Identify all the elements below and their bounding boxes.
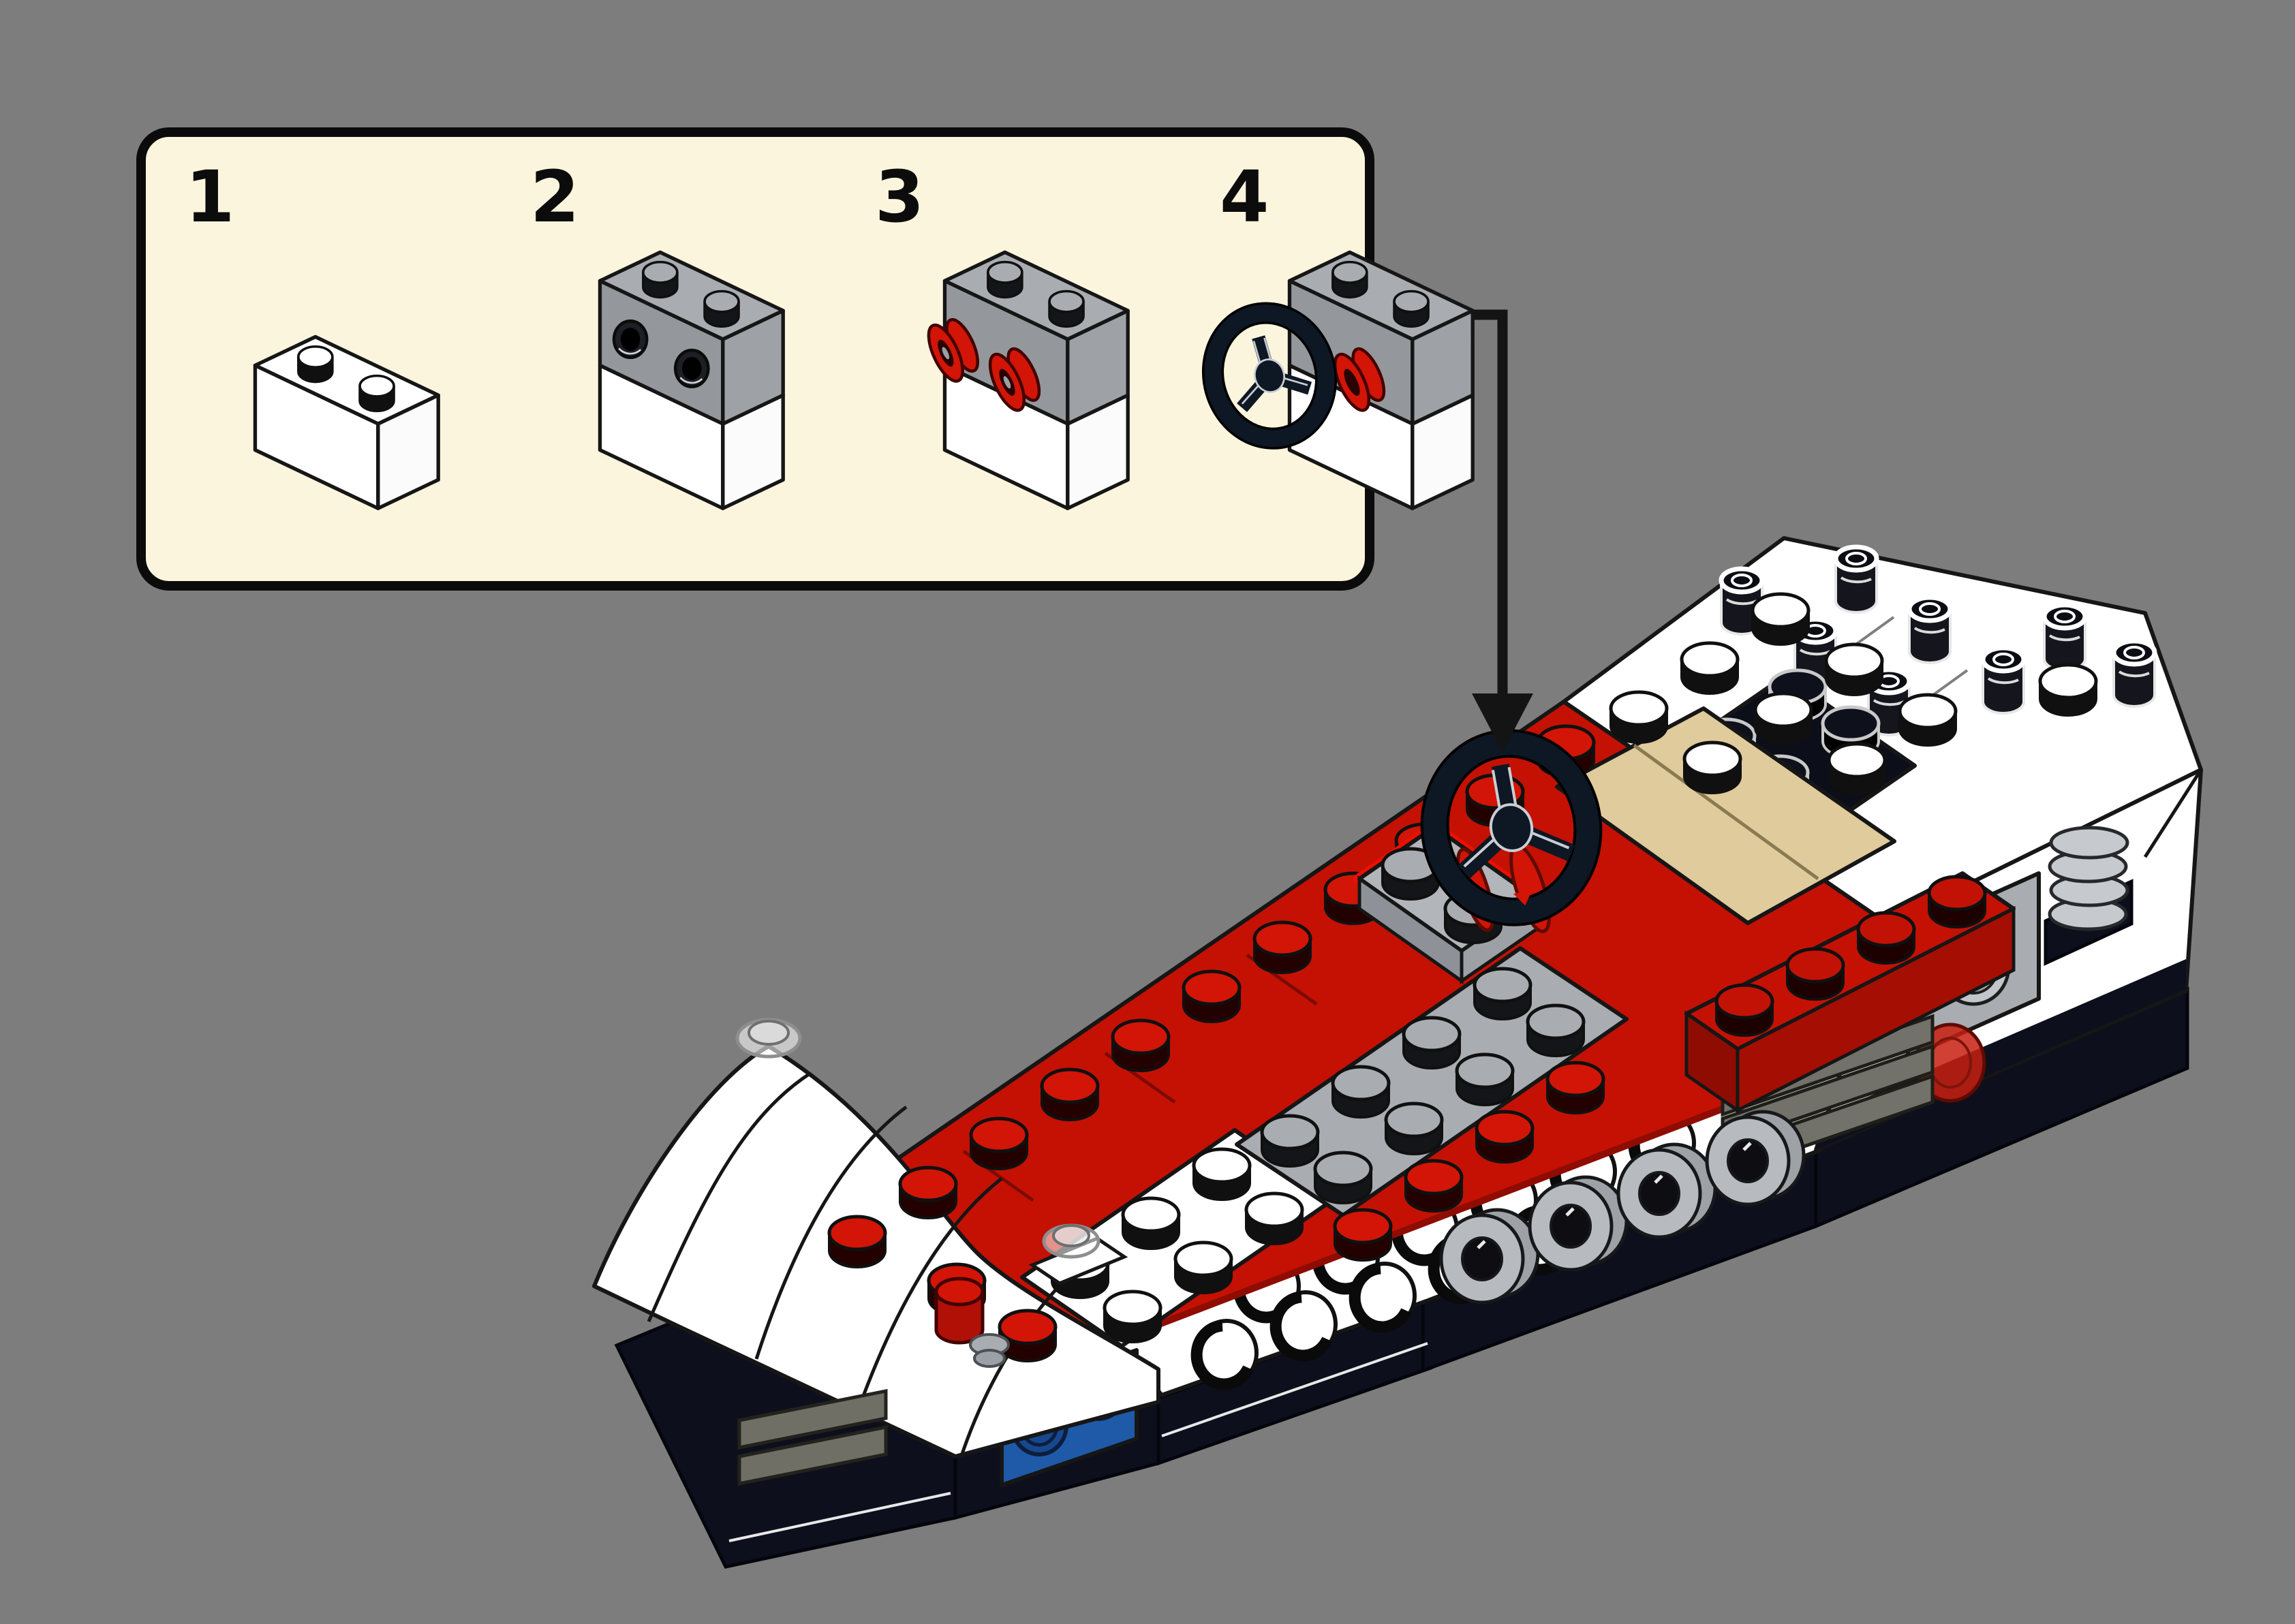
trans-clear-stud	[1028, 1223, 1128, 1285]
step-1: 1	[146, 137, 491, 581]
hull-base	[614, 986, 2189, 1569]
step-3-number: 3	[875, 155, 925, 238]
suspension-spring	[2044, 826, 2134, 966]
headlight-trans-stud	[735, 1018, 802, 1059]
steering-assembly-highlighted	[1354, 729, 1603, 984]
red-hub-rear	[1333, 347, 1386, 412]
black-steering-wheel	[1201, 302, 1338, 450]
step-1-number: 1	[185, 155, 235, 238]
white-brick-icon	[253, 334, 440, 510]
steering-wheel-icon	[1201, 250, 1475, 510]
pin-holes	[612, 319, 710, 388]
arrowhead	[1472, 693, 1533, 752]
step-4-number: 4	[1220, 155, 1269, 238]
step-2: 2	[491, 137, 835, 581]
red-hub-front	[927, 317, 979, 383]
step-3: 3	[835, 137, 1180, 581]
red-hub-rear	[988, 347, 1041, 412]
step-4: 4	[1180, 137, 1525, 581]
wheel-hubs-icon	[927, 250, 1130, 510]
pin-brick-icon	[598, 250, 785, 510]
step-2-number: 2	[530, 155, 580, 238]
deck-details	[934, 1223, 1128, 1368]
parts-callout: 1 2	[136, 127, 1475, 591]
front-grille	[737, 1388, 888, 1486]
red-round-brick	[934, 1277, 1010, 1368]
